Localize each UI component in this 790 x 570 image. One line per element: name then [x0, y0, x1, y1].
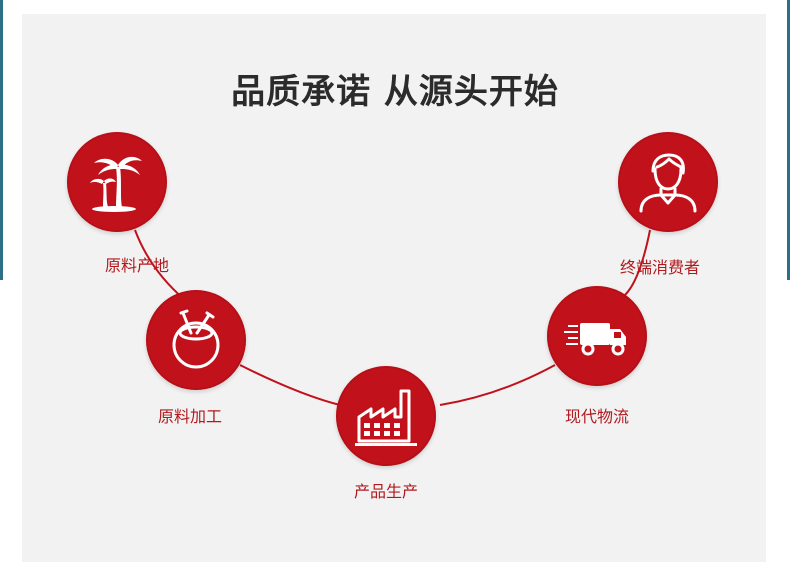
step-logistics-label: 现代物流: [564, 407, 629, 426]
step-processing-label: 原料加工: [157, 407, 222, 426]
step-production-node: [336, 366, 436, 466]
person-icon: [639, 153, 697, 213]
right-edge-strip: [787, 0, 790, 280]
step-origin-label: 原料产地: [104, 256, 169, 275]
connector-line: [239, 364, 341, 406]
page-title: 品质承诺 从源头开始: [231, 72, 559, 112]
step-processing-node: [146, 290, 246, 390]
palm-tree-icon: [90, 156, 142, 212]
step-consumer-label: 终端消费者: [619, 258, 700, 277]
left-edge-strip: [0, 0, 3, 280]
content-panel: [22, 14, 766, 562]
factory-icon: [355, 389, 417, 446]
step-production-label: 产品生产: [353, 482, 418, 501]
coconut-icon: [172, 309, 220, 369]
step-logistics-node: [547, 286, 647, 386]
step-origin-node: [67, 132, 167, 232]
delivery-truck-icon: [564, 323, 626, 356]
step-consumer-node: [618, 132, 718, 232]
connector-line: [439, 364, 556, 406]
connector-line: [624, 229, 651, 296]
